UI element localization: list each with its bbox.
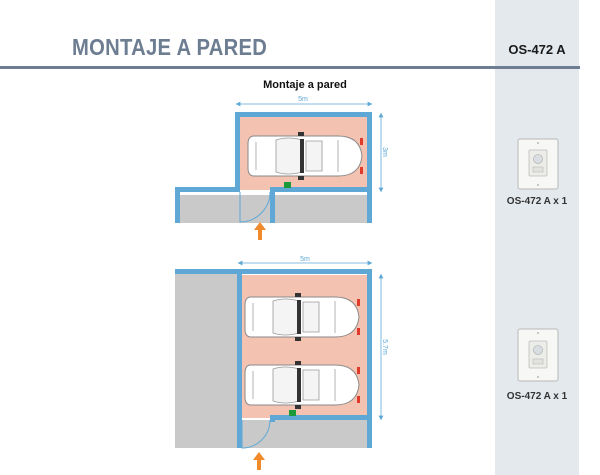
plan-2: 5m 5.7m xyxy=(175,256,388,470)
corridor-2a xyxy=(175,273,240,448)
door-swing-2 xyxy=(241,419,271,449)
dimension-width-label: 5m xyxy=(298,96,308,103)
sensor-icon xyxy=(284,182,291,188)
dimension-width-label: 5m xyxy=(300,256,310,263)
sidebar-panel xyxy=(495,0,579,475)
sensor-quantity-label: OS-472 A x 1 xyxy=(506,391,568,402)
sensor-quantity-label: OS-472 A x 1 xyxy=(506,196,568,207)
walls-2 xyxy=(175,269,372,448)
dimension-depth-label: 3m xyxy=(381,147,388,157)
sensor-icon xyxy=(289,410,296,416)
walls-1 xyxy=(175,112,372,223)
page-title: MONTAJE A PARED xyxy=(72,34,268,60)
plan-1: 5m 3m xyxy=(175,96,388,240)
model-number: OS-472 A xyxy=(508,42,566,57)
sensor-device-1 xyxy=(517,138,559,190)
sensor-device-2 xyxy=(517,328,559,382)
entry-arrow-icon xyxy=(254,222,266,240)
diagram-subtitle: Montaje a pared xyxy=(263,79,347,91)
car-1 xyxy=(247,131,364,181)
car-2 xyxy=(244,292,361,342)
dimension-depth-label: 5.7m xyxy=(381,339,388,355)
car-3 xyxy=(244,360,361,410)
entry-arrow-icon xyxy=(253,452,265,470)
door-swing-1 xyxy=(239,191,271,223)
corridor-2b xyxy=(240,420,372,448)
title-divider xyxy=(0,66,580,69)
